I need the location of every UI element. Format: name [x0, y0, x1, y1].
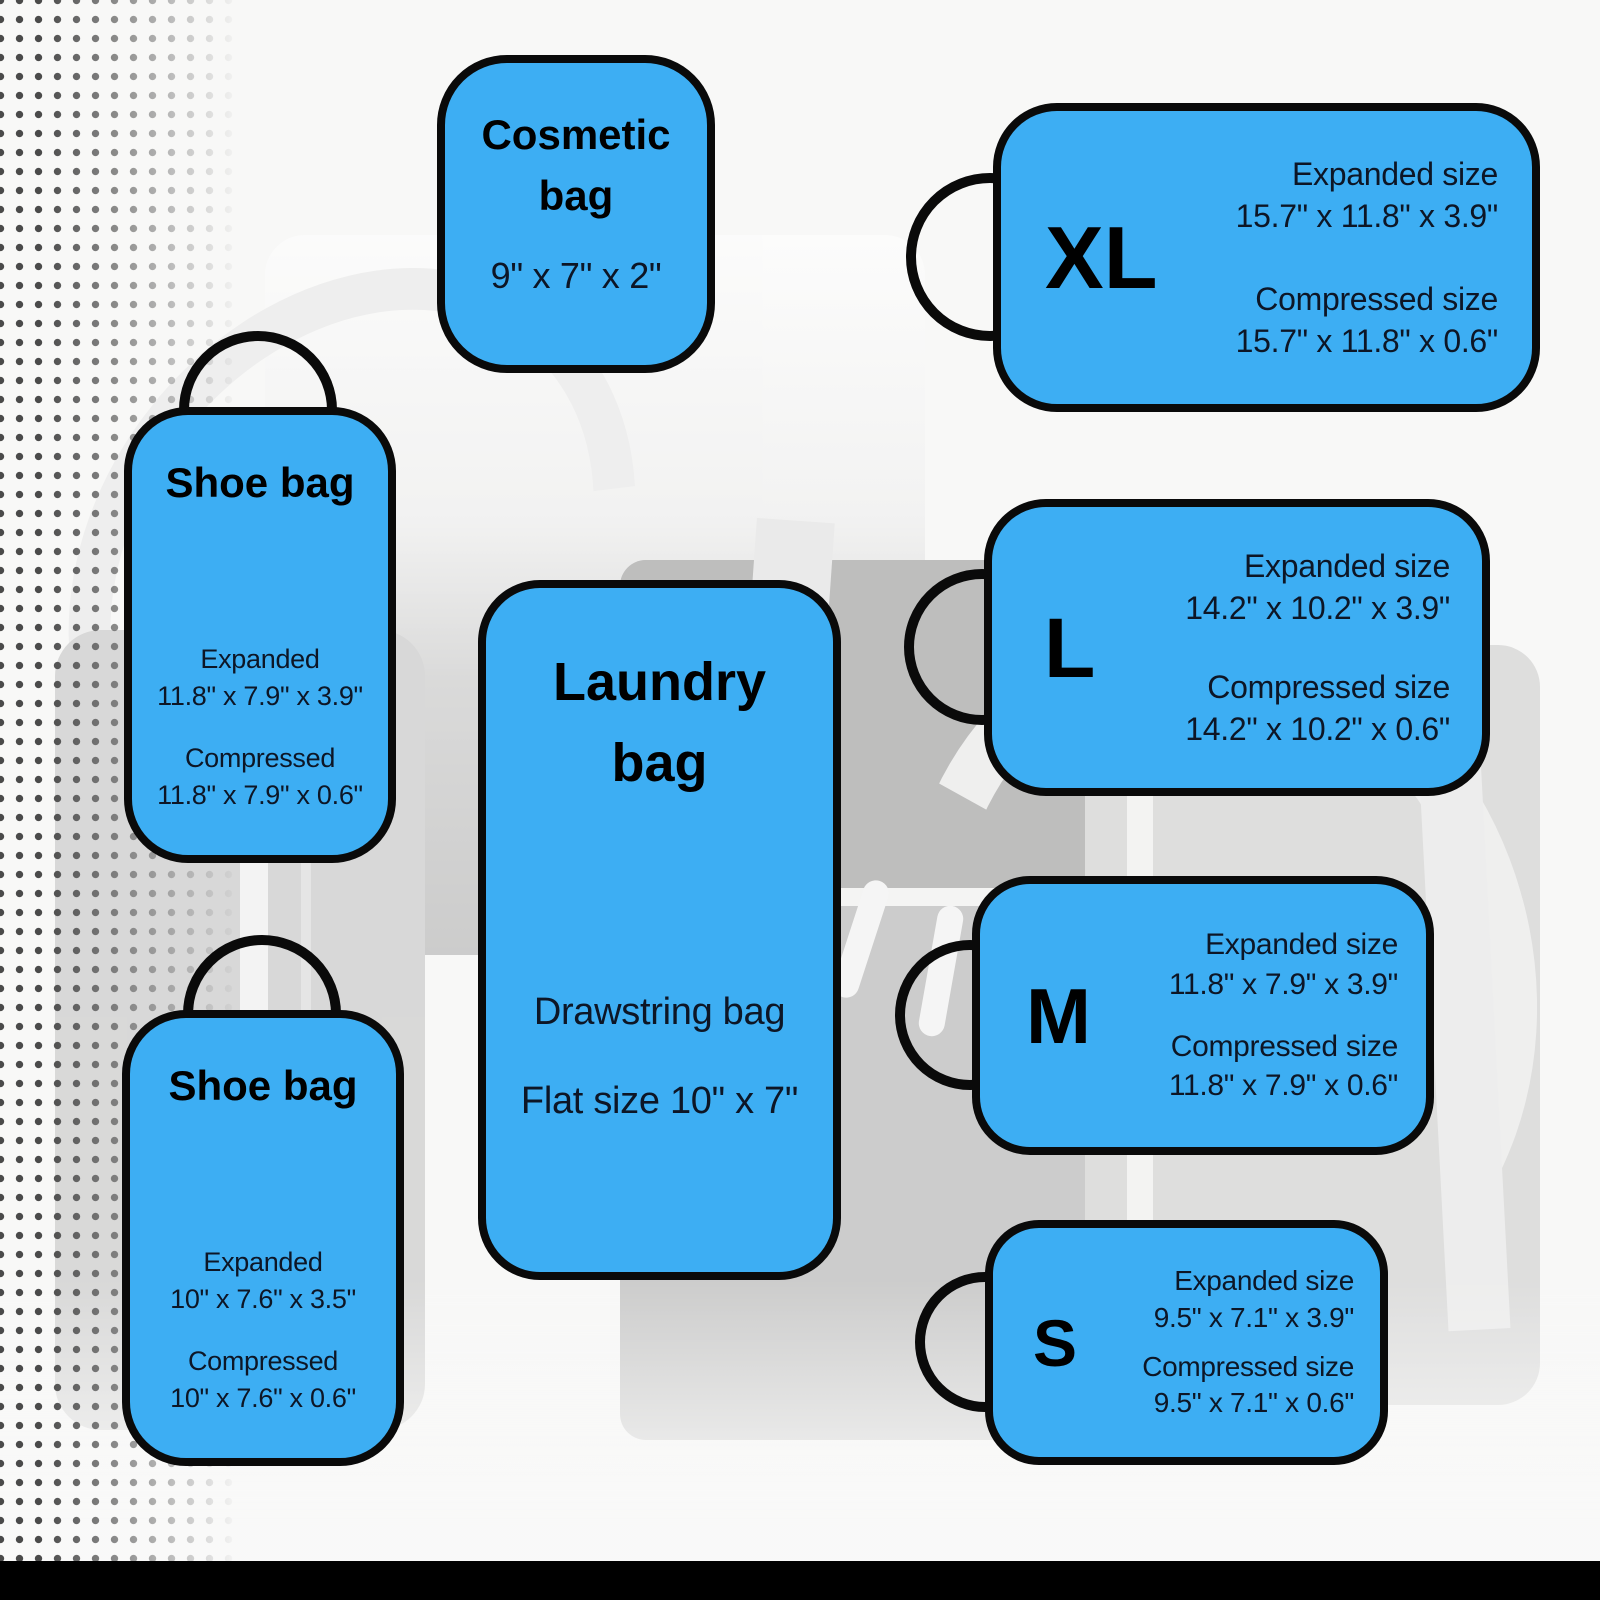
xl-compressed: Compressed size 15.7" x 11.8" x 0.6" [1157, 278, 1499, 362]
expanded-label: Expanded size [1291, 156, 1498, 193]
s-letter: S [1033, 1305, 1078, 1380]
m-size-info: Expanded size 11.8" x 7.9" x 3.9" Compre… [1091, 925, 1398, 1105]
xl-expanded: Expanded size 15.7" x 11.8" x 3.9" [1157, 153, 1499, 237]
xl-size-info: Expanded size 15.7" x 11.8" x 3.9" Compr… [1157, 153, 1499, 362]
l-size-tag: L Expanded size 14.2" x 10.2" x 3.9" Com… [984, 499, 1490, 796]
shoe-bag-top-expanded: Expanded 11.8" x 7.9" x 3.9" [157, 641, 363, 714]
cosmetic-bag-size: 9" x 7" x 2" [490, 254, 662, 296]
compressed-dims: 15.7" x 11.8" x 0.6" [1235, 322, 1499, 359]
expanded-dims: 9.5" x 7.1" x 3.9" [1153, 1301, 1355, 1333]
shoe-bag-top-compressed: Compressed 11.8" x 7.9" x 0.6" [157, 740, 363, 813]
compressed-label: Compressed [184, 743, 336, 774]
title-line: Cosmetic [481, 111, 671, 158]
expanded-dims: 11.8" x 7.9" x 3.9" [157, 680, 363, 711]
m-expanded: Expanded size 11.8" x 7.9" x 3.9" [1091, 925, 1398, 1004]
shoe-bag-bottom-title: Shoe bag [168, 1062, 358, 1109]
shoe-bag-bottom-compressed: Compressed 10" x 7.6" x 0.6" [170, 1343, 356, 1416]
l-letter: L [1044, 600, 1096, 695]
compressed-dims: 14.2" x 10.2" x 0.6" [1185, 710, 1450, 747]
expanded-dims: 14.2" x 10.2" x 3.9" [1185, 590, 1450, 627]
laundry-bag-tag: Laundry bag Drawstring bag Flat size 10"… [478, 580, 841, 1280]
laundry-bag-title: Laundry bag [553, 642, 766, 804]
m-compressed: Compressed size 11.8" x 7.9" x 0.6" [1091, 1027, 1398, 1106]
compressed-dims: 11.8" x 7.9" x 0.6" [1168, 1069, 1398, 1103]
s-size-tag: S Expanded size 9.5" x 7.1" x 3.9" Compr… [985, 1220, 1388, 1465]
cosmetic-bag-title: Cosmetic bag [481, 105, 670, 227]
xl-size-tag: XL Expanded size 15.7" x 11.8" x 3.9" Co… [993, 103, 1540, 412]
m-letter: M [1026, 971, 1091, 1060]
l-compressed: Compressed size 14.2" x 10.2" x 0.6" [1095, 666, 1450, 750]
compressed-dims: 11.8" x 7.9" x 0.6" [157, 779, 363, 810]
compressed-label: Compressed size [1170, 1029, 1399, 1063]
shoe-bag-top-title: Shoe bag [165, 459, 355, 506]
expanded-label: Expanded size [1205, 928, 1398, 962]
m-size-tag: M Expanded size 11.8" x 7.9" x 3.9" Comp… [972, 876, 1434, 1155]
expanded-label: Expanded size [1174, 1264, 1354, 1296]
title-line: bag [611, 733, 708, 793]
expanded-dims: 10" x 7.6" x 3.5" [170, 1283, 356, 1314]
expanded-dims: 11.8" x 7.9" x 3.9" [1168, 967, 1398, 1001]
expanded-label: Expanded [200, 644, 320, 675]
compressed-label: Compressed size [1207, 668, 1450, 705]
cosmetic-bag-tag: Cosmetic bag 9" x 7" x 2" [437, 55, 715, 373]
expanded-dims: 15.7" x 11.8" x 3.9" [1235, 198, 1499, 235]
s-expanded: Expanded size 9.5" x 7.1" x 3.9" [1077, 1263, 1355, 1337]
compressed-dims: 10" x 7.6" x 0.6" [170, 1382, 356, 1413]
title-line: Laundry [552, 652, 767, 712]
l-expanded: Expanded size 14.2" x 10.2" x 3.9" [1095, 545, 1450, 629]
title-line: bag [538, 171, 614, 219]
compressed-label: Compressed [187, 1346, 339, 1377]
xl-letter: XL [1045, 207, 1158, 307]
shoe-bag-bottom-expanded: Expanded 10" x 7.6" x 3.5" [170, 1244, 356, 1317]
compressed-label: Compressed size [1255, 280, 1498, 317]
expanded-label: Expanded [203, 1247, 323, 1278]
bottom-black-bar [0, 1561, 1600, 1600]
compressed-label: Compressed size [1142, 1350, 1354, 1382]
shoe-bag-top-tag: Shoe bag Expanded 11.8" x 7.9" x 3.9" Co… [124, 407, 396, 863]
laundry-bag-flat-size: Flat size 10" x 7" [520, 1079, 799, 1122]
compressed-dims: 9.5" x 7.1" x 0.6" [1153, 1387, 1355, 1419]
s-compressed: Compressed size 9.5" x 7.1" x 0.6" [1077, 1349, 1354, 1423]
s-size-info: Expanded size 9.5" x 7.1" x 3.9" Compres… [1077, 1263, 1354, 1423]
expanded-label: Expanded size [1243, 548, 1450, 585]
laundry-bag-type: Drawstring bag [533, 990, 786, 1033]
l-size-info: Expanded size 14.2" x 10.2" x 3.9" Compr… [1095, 545, 1450, 750]
shoe-bag-bottom-tag: Shoe bag Expanded 10" x 7.6" x 3.5" Comp… [122, 1010, 404, 1466]
